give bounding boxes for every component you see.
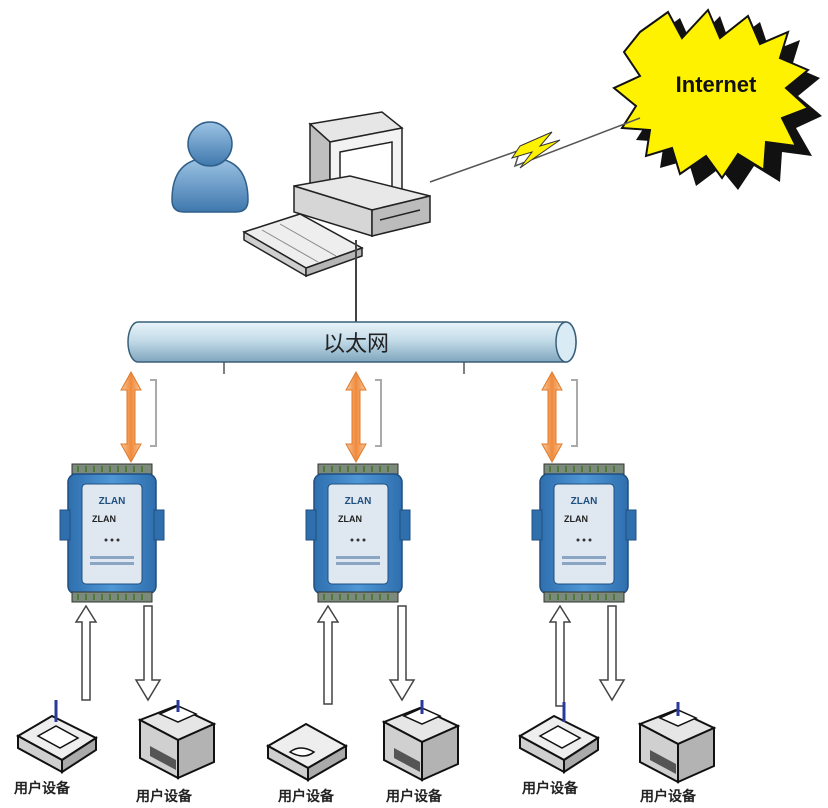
bidirectional-arrow — [345, 370, 382, 464]
down-arrow — [134, 605, 162, 702]
column-3: ZLAN ZLAN — [531, 370, 637, 707]
module-brand: ZLAN — [345, 496, 372, 507]
up-arrow — [316, 604, 340, 705]
internet-link — [429, 117, 641, 183]
up-arrow — [548, 604, 572, 707]
device-label-6: 用户设备 — [640, 789, 696, 805]
module-brand: ZLAN — [99, 496, 126, 507]
device-label-5: 用户设备 — [522, 781, 578, 797]
device-label-4: 用户设备 — [386, 789, 442, 805]
internet-label: Internet — [676, 72, 757, 97]
up-arrow — [74, 604, 98, 701]
device-card-reader — [265, 722, 349, 782]
column-2: ZLAN ZLAN — [305, 370, 416, 705]
device-printer-2 — [381, 700, 461, 782]
internet-cloud: Internet — [612, 8, 822, 190]
io-module: ZLAN ZLAN — [305, 463, 411, 603]
module-model: ZLAN — [92, 514, 116, 524]
device-scanner-2 — [517, 702, 601, 774]
user-icon — [171, 121, 249, 213]
device-printer-3 — [637, 702, 717, 784]
down-arrow — [388, 605, 416, 702]
module-model: ZLAN — [338, 514, 362, 524]
ethernet-label: 以太网 — [323, 332, 389, 357]
device-label-2: 用户设备 — [136, 789, 192, 805]
down-arrow — [598, 605, 626, 702]
io-module: ZLAN ZLAN — [531, 463, 637, 603]
computer-icon — [242, 111, 431, 278]
io-module: ZLAN ZLAN — [59, 463, 165, 603]
device-label-1: 用户设备 — [14, 781, 70, 797]
bidirectional-arrow — [541, 370, 578, 464]
module-brand: ZLAN — [571, 496, 598, 507]
device-scanner-1 — [15, 700, 99, 774]
column-1: ZLAN ZLAN — [59, 370, 165, 702]
module-model: ZLAN — [564, 514, 588, 524]
ethernet-bus: 以太网 — [127, 321, 577, 374]
device-label-3: 用户设备 — [278, 789, 334, 805]
device-printer-1 — [137, 700, 217, 780]
bidirectional-arrow — [120, 370, 157, 464]
